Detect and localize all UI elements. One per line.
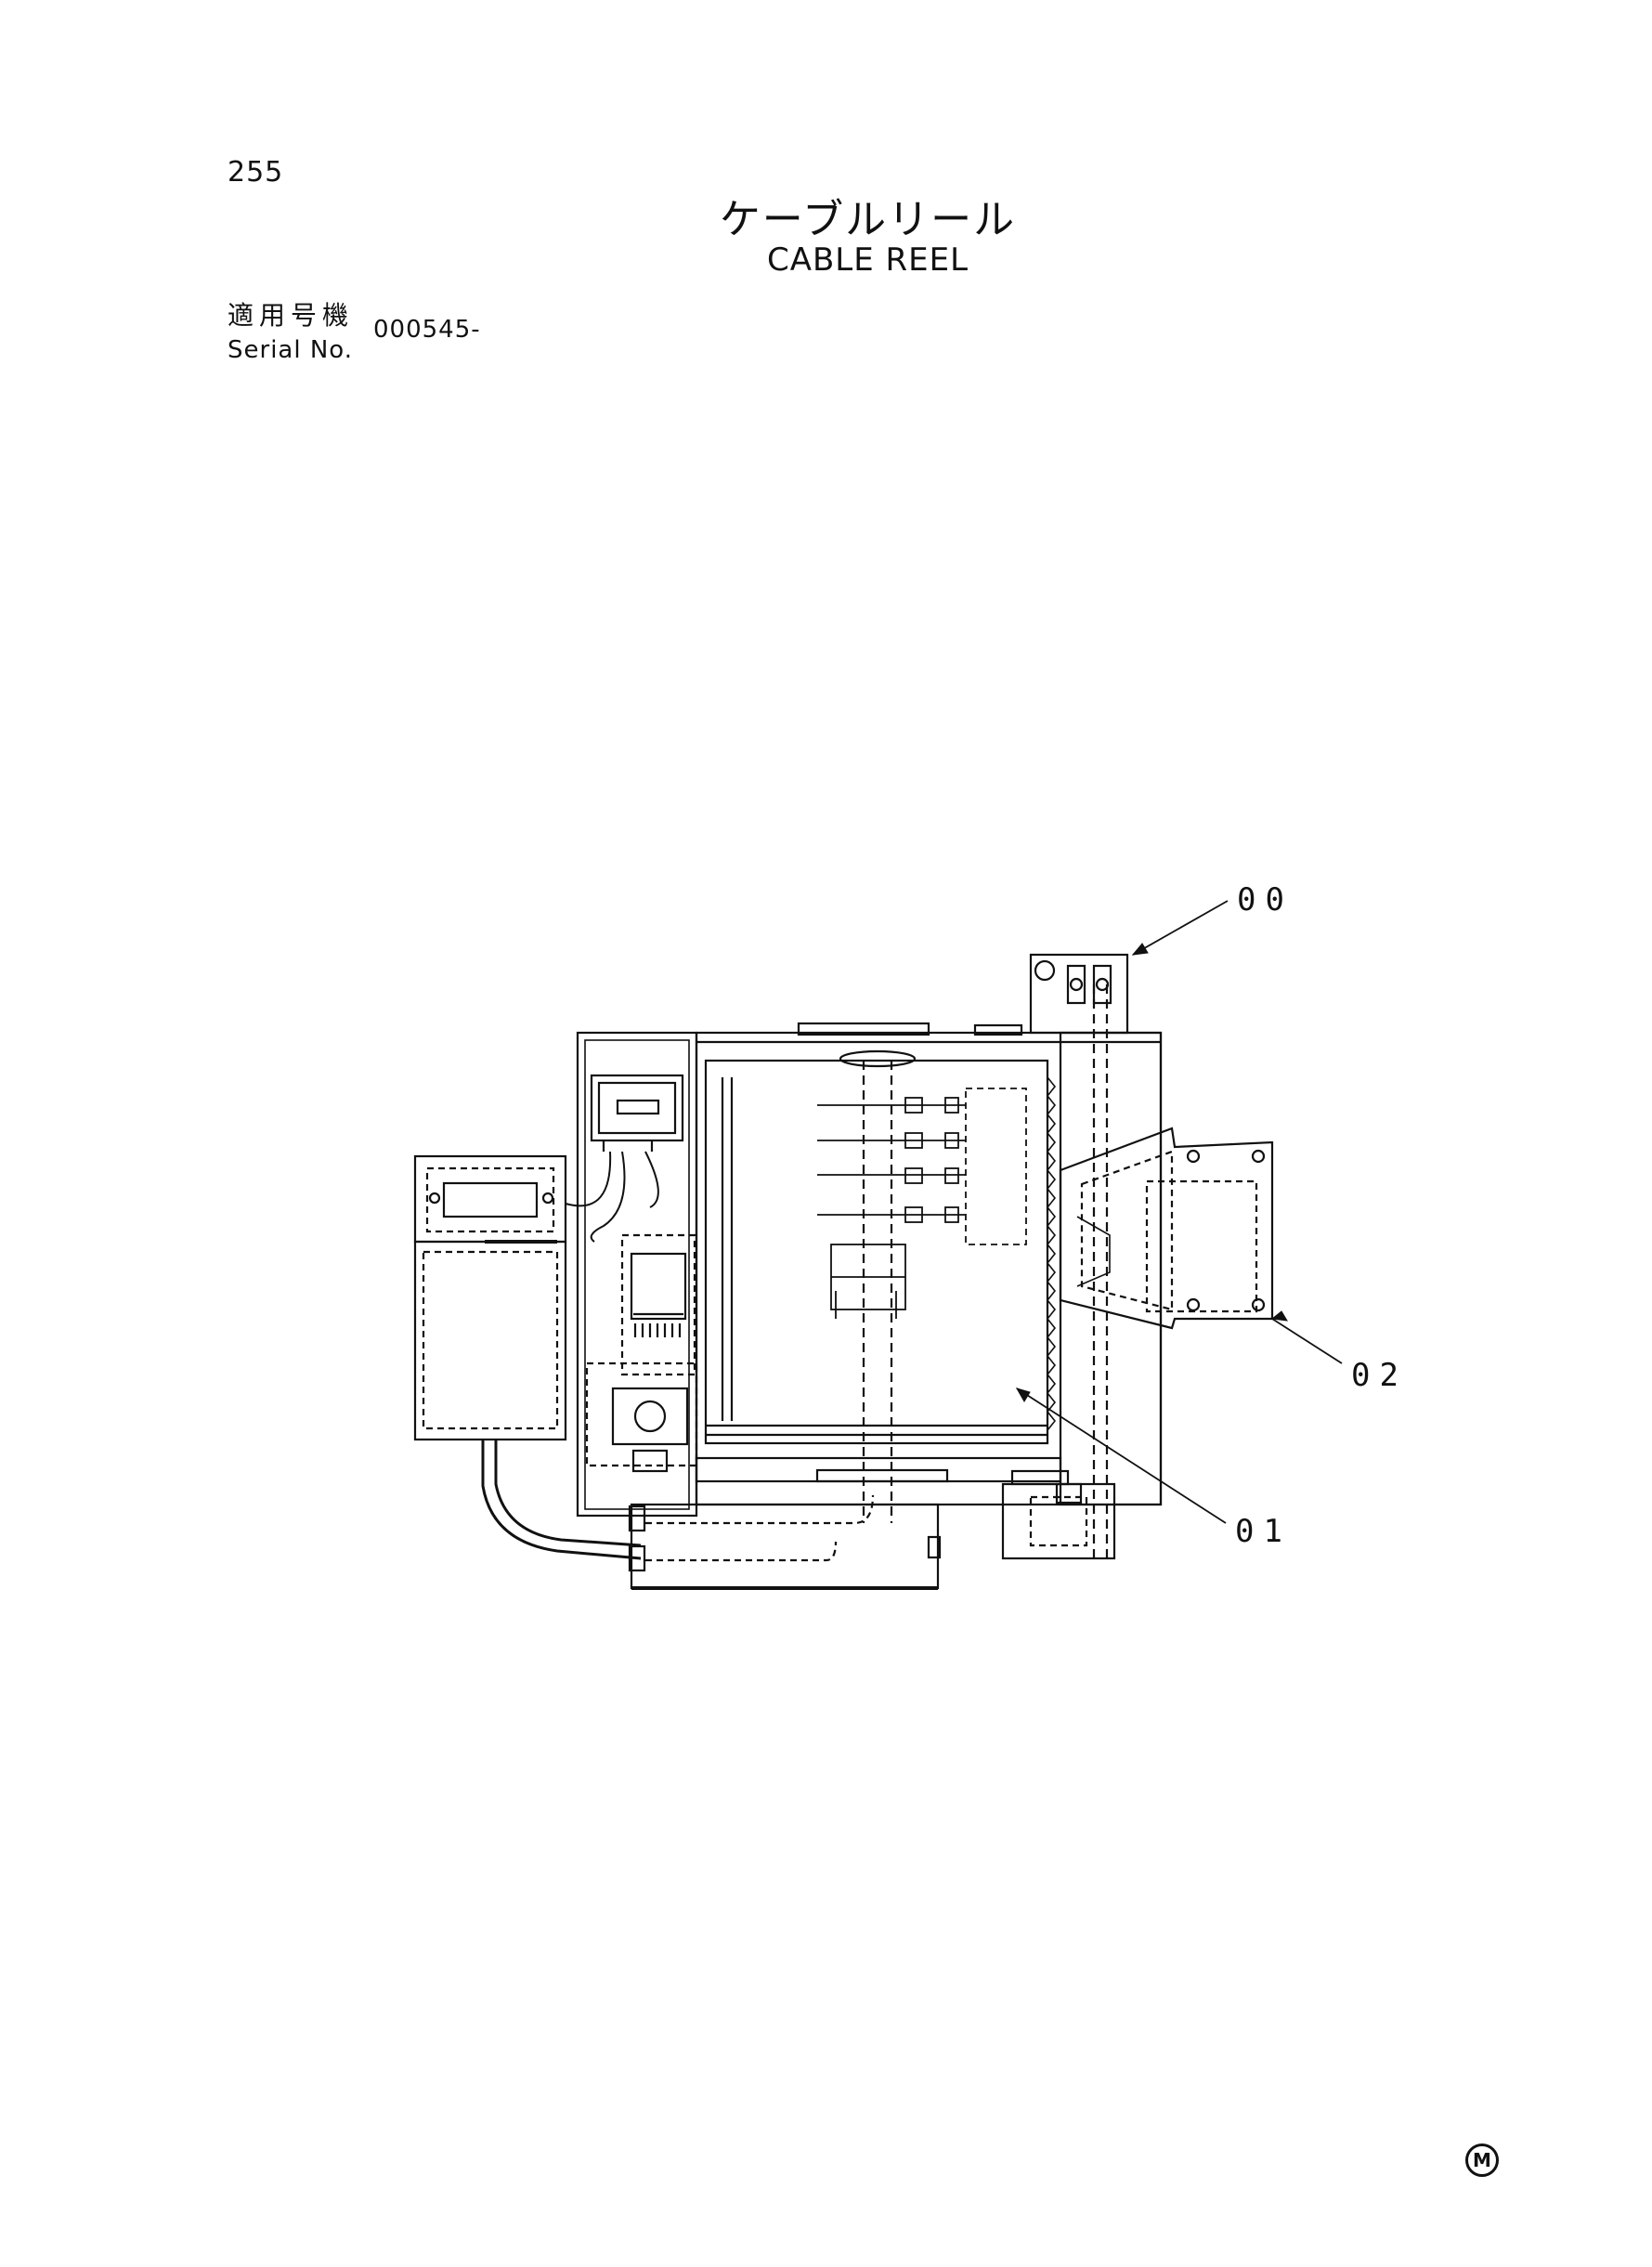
page-title-jp: ケーブルリール (719, 196, 1017, 243)
cable-winding (1046, 1076, 1057, 1431)
callout-02: 02 (1351, 1357, 1408, 1394)
page-number: 255 (228, 156, 284, 189)
page-title-en: CABLE REEL (766, 241, 969, 279)
reel-housing (695, 1022, 1163, 1523)
callout-01: 01 (1235, 1513, 1292, 1550)
serial-label-en: Serial No. (228, 336, 353, 364)
slip-ring-assembly (817, 1088, 1027, 1319)
junction-box (590, 1074, 684, 1152)
control-box-upper (413, 1154, 567, 1244)
callout-00: 00 (1237, 881, 1294, 919)
leader-00 (1132, 900, 1229, 956)
top-bracket (1029, 953, 1129, 1035)
valve-box (1001, 1482, 1116, 1560)
leader-02 (1271, 1318, 1343, 1364)
motor (585, 1233, 698, 1473)
manufacturer-mark-icon: M (1465, 2143, 1499, 2177)
flex-conduit (481, 1440, 642, 1560)
bottom-assembly (628, 1456, 1070, 1590)
cable-guide (1059, 1127, 1274, 1330)
serial-value: 000545- (373, 316, 481, 344)
right-frame (1059, 984, 1163, 1560)
control-box-lower (413, 1240, 567, 1441)
leader-01 (1016, 1388, 1227, 1524)
serial-label-jp: 適用号機 (228, 300, 355, 331)
